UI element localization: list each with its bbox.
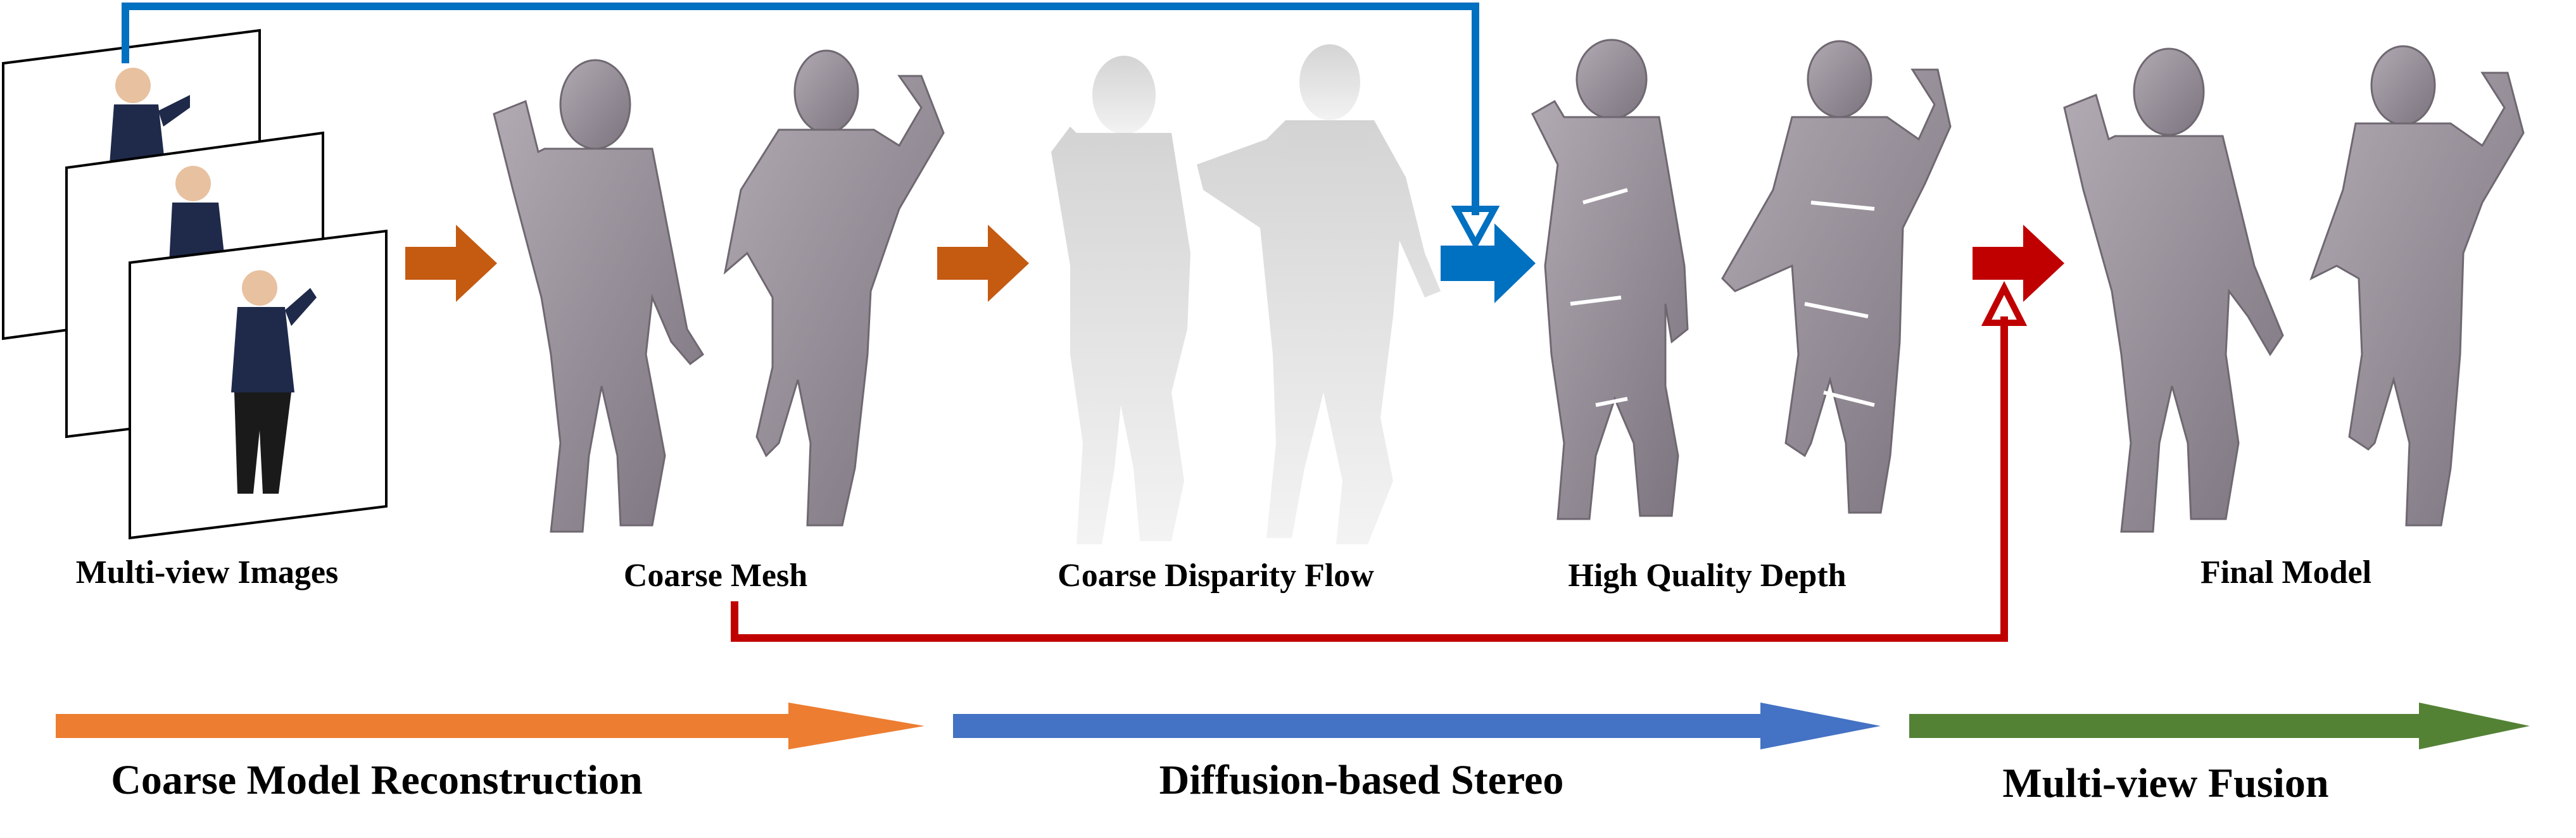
step-arrow-4	[1973, 225, 2064, 302]
step-arrow-1	[405, 225, 497, 302]
step-arrow-3	[1441, 223, 1536, 303]
stage-label-high-quality-depth: High Quality Depth	[1568, 558, 1847, 594]
final-model-front	[2063, 47, 2284, 533]
coarse-mesh-back	[723, 49, 945, 527]
red-skip-connection	[731, 280, 2028, 642]
coarse-mesh-front	[493, 59, 705, 533]
stage-label-coarse-mesh: Coarse Mesh	[623, 558, 808, 594]
depth-mesh-front	[1531, 39, 1689, 520]
person-photo-3	[231, 270, 317, 494]
depth-mesh-back	[1721, 40, 1952, 514]
phase-arrow-coarse	[56, 703, 925, 749]
stage-label-final-model: Final Model	[2200, 554, 2372, 591]
step-arrow-2	[937, 225, 1029, 302]
phase-label-multi-view-fusion: Multi-view Fusion	[2002, 760, 2329, 806]
final-model-back	[2309, 45, 2525, 527]
stage-label-coarse-disparity-flow: Coarse Disparity Flow	[1058, 558, 1374, 594]
phase-label-diffusion-based-stereo: Diffusion-based Stereo	[1159, 757, 1564, 803]
stage-label-multi-view-images: Multi-view Images	[75, 554, 339, 591]
disparity-flow-front	[1051, 56, 1190, 544]
phase-label-coarse-model-reconstruction: Coarse Model Reconstruction	[111, 757, 643, 803]
disparity-flow-back	[1197, 44, 1441, 544]
multi-view-images	[2, 28, 388, 540]
phase-arrow-diffusion	[953, 703, 1881, 749]
blue-skip-connection	[122, 3, 1500, 251]
phase-arrow-fusion	[1909, 703, 2530, 749]
